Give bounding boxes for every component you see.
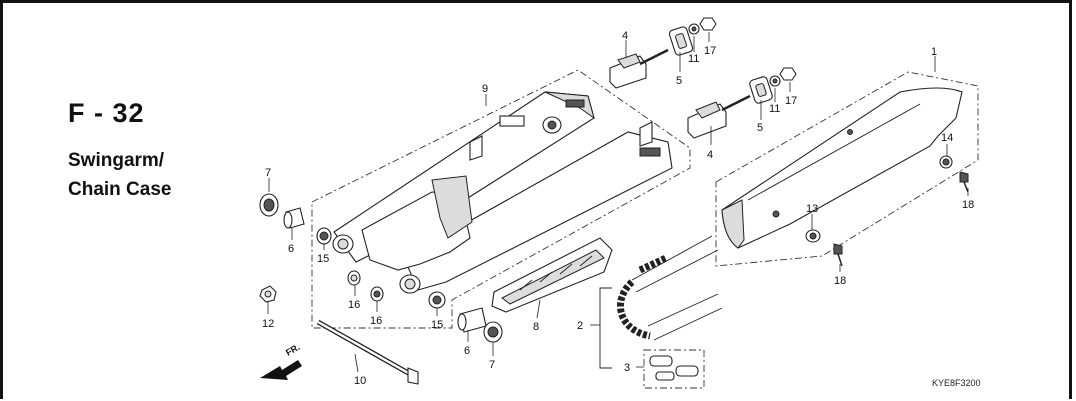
chaincase-group-box [715,71,979,267]
callout-11-lower: 11 [769,103,780,115]
callout-17-upper: 17 [704,45,716,57]
nut-17-upper [699,17,717,31]
callout-16-a: 16 [348,299,360,311]
callout-18-upper: 18 [962,199,974,211]
callout-15-left: 15 [317,253,329,265]
nut-17-lower [779,67,797,81]
collar-6-left [283,207,305,229]
callout-2: 2 [577,320,583,332]
direction-label: FR. [284,342,302,358]
collar-14 [939,155,953,169]
callout-12: 12 [262,318,274,330]
chain-slider-8 [491,237,613,313]
plate-5-upper [668,26,694,56]
adjuster-4-upper [609,48,669,89]
nut-11-upper [688,23,700,35]
swingarm-group-box [311,69,691,329]
reference-code: KYE8F3200 [932,378,981,388]
master-link-3 [649,355,699,381]
bearing-7-left [259,193,279,217]
chain-case-1 [721,87,963,249]
plate-5-lower [749,76,773,104]
callouts: 1 2 3 4 4 5 5 6 6 7 7 8 9 10 11 11 12 13… [262,30,974,387]
drive-chain-2 [616,235,723,341]
callout-9: 9 [482,83,488,95]
callout-4-lower: 4 [707,149,713,161]
bolt-18-lower [833,243,843,267]
callout-11-upper: 11 [688,53,699,65]
swingarm [332,91,673,294]
leader-lines [267,32,969,373]
chain-bracket [599,287,612,369]
callout-10: 10 [354,375,366,387]
callout-7-right: 7 [489,359,495,371]
section-name-line1: Swingarm/ [68,150,165,171]
callout-15-right: 15 [431,319,443,331]
joint-group-box [643,349,705,389]
washer-13 [805,229,821,243]
callout-8: 8 [533,321,539,333]
page-title: F - 32 [68,98,145,128]
bearing-7-right [483,321,503,343]
nut-12 [259,285,277,303]
seal-16-b [370,286,384,302]
nut-11-lower [769,75,781,87]
section-name-line2: Chain Case [68,179,172,200]
callout-18-lower: 18 [834,275,846,287]
callout-3: 3 [624,362,630,374]
callout-16-b: 16 [370,315,382,327]
bearing-15-right [428,291,446,309]
seal-16-a [347,270,361,286]
callout-6-right: 6 [464,345,470,357]
adjuster-4-lower [687,94,751,139]
front-direction-arrow: FR. [260,342,302,380]
pivot-bolt-10 [316,319,419,385]
callout-6-left: 6 [288,243,294,255]
collar-6-right [457,307,487,333]
callout-1: 1 [931,46,937,58]
callout-7-left: 7 [265,167,271,179]
callout-4-upper: 4 [622,30,628,42]
callout-14: 14 [941,132,953,144]
callout-5-lower: 5 [757,122,763,134]
callout-13: 13 [806,203,818,215]
bearing-15-left [316,227,332,245]
bolt-18-upper [959,171,969,193]
callout-17-lower: 17 [785,95,797,107]
section-name: Swingarm/ Chain Case [68,146,238,204]
callout-5-upper: 5 [676,75,682,87]
